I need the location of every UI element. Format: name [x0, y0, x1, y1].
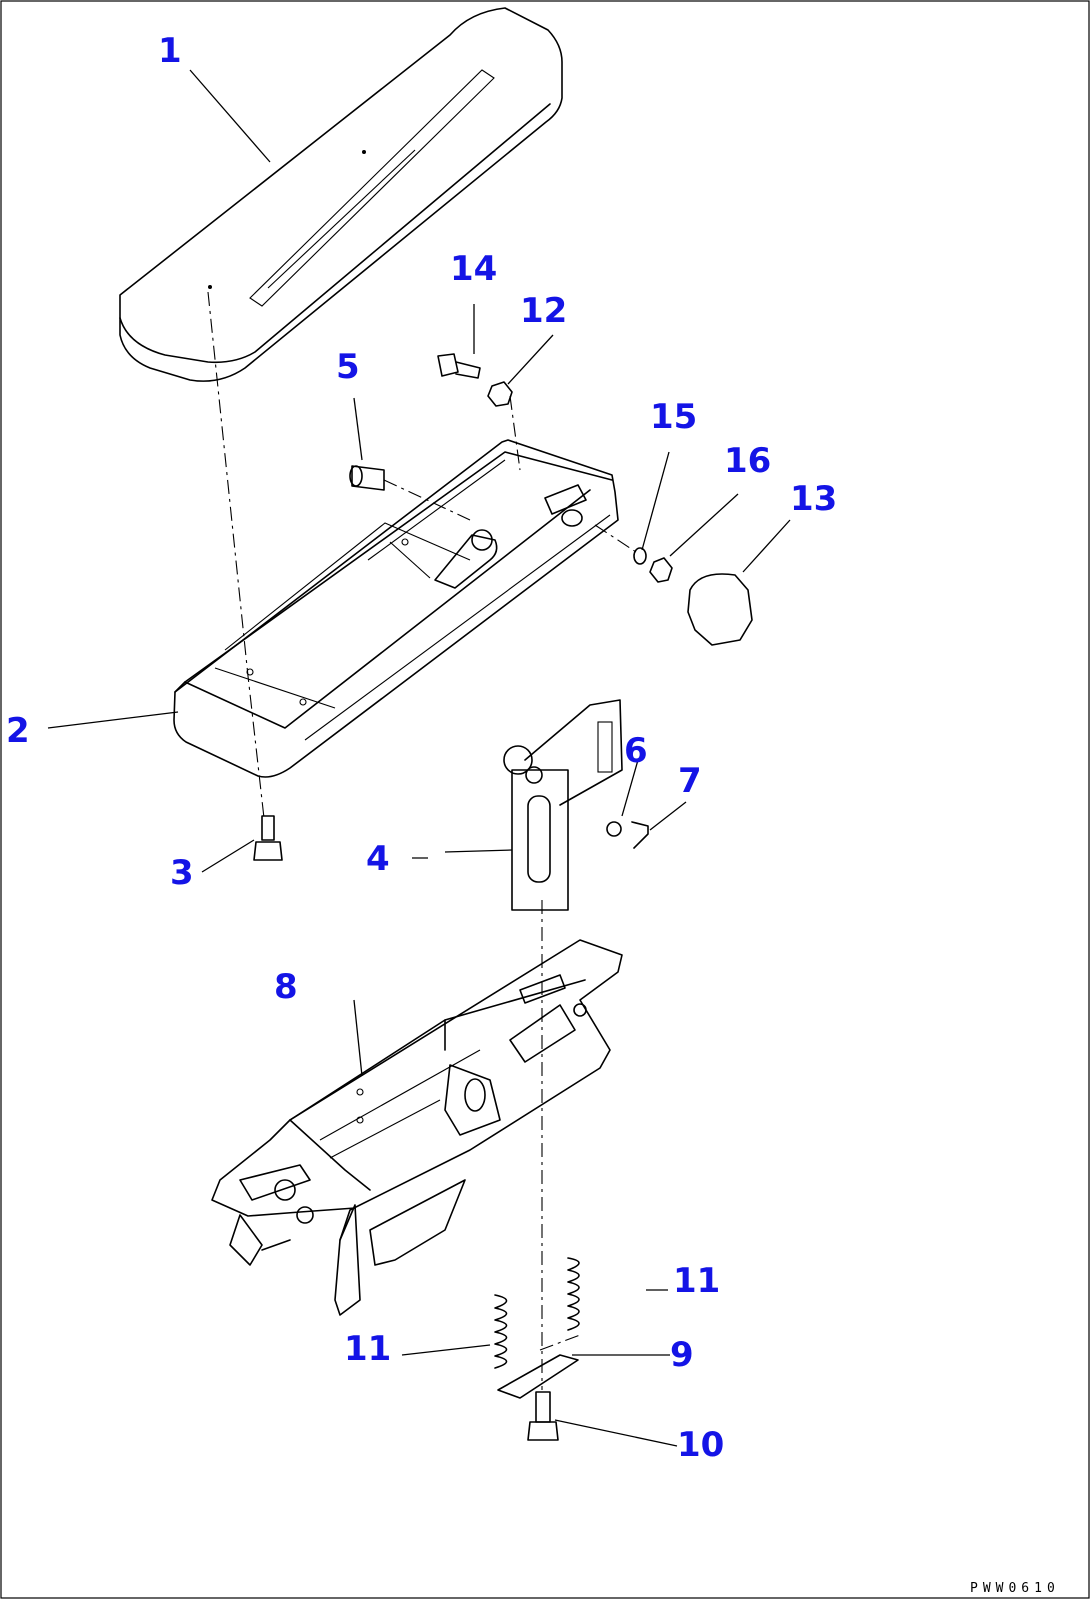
- washer-6: [606, 821, 622, 837]
- base-frame: [211, 939, 623, 1316]
- part-label-6: 6: [624, 731, 648, 771]
- part-label-16: 16: [724, 441, 771, 481]
- leader-lines: [47, 69, 791, 1447]
- part-label-3: 3: [170, 853, 194, 893]
- spring-11-right: [567, 1257, 580, 1331]
- spring-11-left: [494, 1294, 508, 1369]
- part-label-8: 8: [274, 967, 298, 1007]
- spring-plate-9: [497, 1354, 579, 1399]
- bolt-3: [253, 815, 283, 861]
- part-label-15: 15: [650, 397, 697, 437]
- part-label-12: 12: [520, 291, 567, 331]
- cotter-pin-7: [631, 821, 649, 849]
- assembly-lines: [207, 291, 637, 1390]
- part-label-10: 10: [677, 1425, 724, 1465]
- part-label-11-right: 11: [673, 1261, 720, 1301]
- drawing-code: PWW0610: [970, 1581, 1060, 1596]
- part-label-1: 1: [158, 31, 182, 71]
- washer-15: [633, 547, 647, 565]
- part-label-5: 5: [336, 347, 360, 387]
- nut-16: [649, 557, 673, 583]
- armrest-cushion: [119, 7, 563, 382]
- armrest-bracket: [173, 439, 619, 778]
- part-label-4: 4: [366, 839, 390, 879]
- part-number-labels: 1 2 3 4 5 6 7 8 9 10 11 11 12 13 14 15 1…: [6, 31, 837, 1465]
- part-label-11-left: 11: [344, 1329, 391, 1369]
- part-label-13: 13: [790, 479, 837, 519]
- lever-4: [503, 699, 623, 911]
- nut-12: [487, 381, 513, 407]
- part-label-9: 9: [670, 1335, 694, 1375]
- knob-13: [687, 573, 753, 646]
- part-label-7: 7: [678, 761, 702, 801]
- pin-5: [349, 465, 385, 491]
- bolt-14: [437, 353, 481, 379]
- part-label-14: 14: [450, 249, 497, 289]
- part-label-2: 2: [6, 711, 30, 751]
- bolt-10: [527, 1391, 559, 1441]
